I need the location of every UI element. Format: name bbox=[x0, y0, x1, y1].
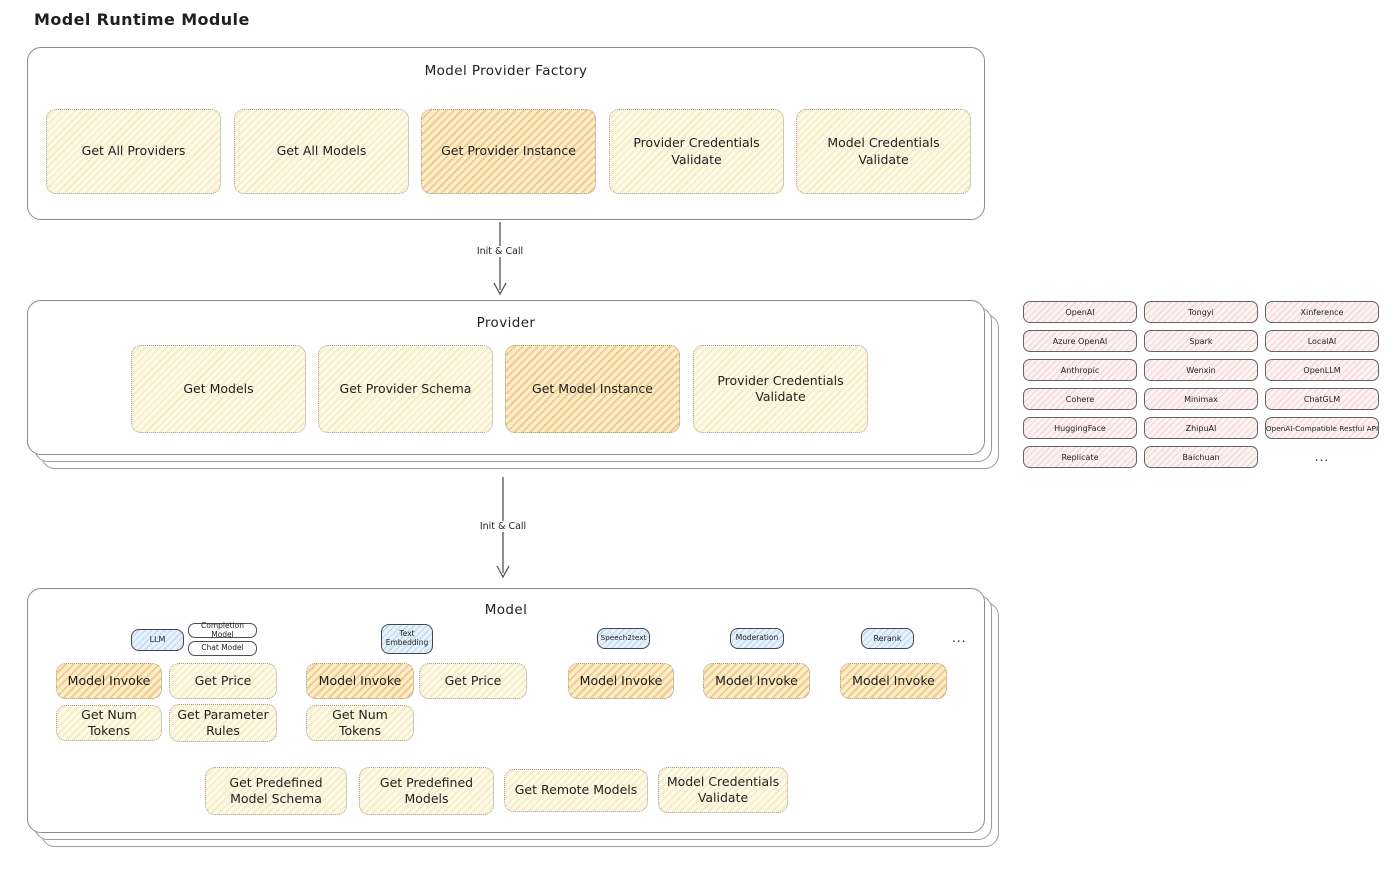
vendor-cohere: Cohere bbox=[1023, 388, 1137, 410]
tag-completion-model: Completion Model bbox=[188, 621, 257, 638]
vendor-huggingface: HuggingFace bbox=[1023, 417, 1137, 439]
vendor-grid: OpenAI Tongyi Xinference Azure OpenAI Sp… bbox=[1023, 301, 1379, 468]
tag-llm: LLM bbox=[131, 629, 184, 651]
vendor-openai-compatible-restful-api: OpenAI-Compatible Restful API bbox=[1265, 417, 1379, 439]
vendor-chatglm: ChatGLM bbox=[1265, 388, 1379, 410]
provider-panel: Provider Get Models Get Provider Schema … bbox=[27, 300, 985, 455]
model-func-get-remote-models: Get Remote Models bbox=[504, 769, 648, 812]
tag-moderation: Moderation bbox=[730, 628, 784, 649]
factory-panel: Model Provider Factory Get All Providers… bbox=[27, 47, 985, 220]
model-func-llm-model-invoke: Model Invoke bbox=[56, 663, 162, 699]
vendor-wenxin: Wenxin bbox=[1144, 359, 1258, 381]
model-func-embedding-get-num-tokens: Get Num Tokens bbox=[306, 705, 414, 741]
model-panel: Model LLM Completion Model Chat Model Te… bbox=[27, 588, 985, 833]
tag-speech2text: Speech2text bbox=[597, 628, 650, 649]
factory-func-get-all-providers: Get All Providers bbox=[46, 109, 221, 194]
provider-func-get-models: Get Models bbox=[131, 345, 306, 433]
model-func-moderation-model-invoke: Model Invoke bbox=[703, 663, 810, 699]
model-func-llm-get-parameter-rules: Get Parameter Rules bbox=[169, 704, 277, 742]
vendor-localai: LocalAI bbox=[1265, 330, 1379, 352]
factory-func-get-all-models: Get All Models bbox=[234, 109, 409, 194]
model-func-speech2text-model-invoke: Model Invoke bbox=[568, 663, 674, 699]
model-func-get-predefined-models: Get Predefined Models bbox=[359, 767, 494, 815]
vendor-xinference: Xinference bbox=[1265, 301, 1379, 323]
factory-panel-title: Model Provider Factory bbox=[424, 63, 588, 79]
model-func-embedding-get-price: Get Price bbox=[419, 663, 527, 699]
factory-func-provider-credentials-validate: Provider Credentials Validate bbox=[609, 109, 784, 194]
provider-func-get-provider-schema: Get Provider Schema bbox=[318, 345, 493, 433]
vendor-tongyi: Tongyi bbox=[1144, 301, 1258, 323]
vendor-azure-openai: Azure OpenAI bbox=[1023, 330, 1137, 352]
model-func-get-predefined-model-schema: Get Predefined Model Schema bbox=[205, 767, 347, 815]
vendor-anthropic: Anthropic bbox=[1023, 359, 1137, 381]
vendor-minimax: Minimax bbox=[1144, 388, 1258, 410]
vendor-replicate: Replicate bbox=[1023, 446, 1137, 468]
provider-panel-title: Provider bbox=[476, 315, 536, 331]
model-func-llm-get-num-tokens: Get Num Tokens bbox=[56, 705, 162, 741]
arrow-down-icon bbox=[493, 222, 507, 296]
factory-func-model-credentials-validate: Model Credentials Validate bbox=[796, 109, 971, 194]
model-tags-ellipsis: ... bbox=[952, 631, 967, 645]
model-func-embedding-model-invoke: Model Invoke bbox=[306, 663, 414, 699]
provider-func-provider-credentials-validate: Provider Credentials Validate bbox=[693, 345, 868, 433]
model-panel-title: Model bbox=[484, 602, 528, 618]
model-func-llm-get-price: Get Price bbox=[169, 663, 277, 699]
init-call-arrow-2: Init & Call bbox=[475, 477, 531, 581]
factory-func-get-provider-instance: Get Provider Instance bbox=[421, 109, 596, 194]
init-call-label-2: Init & Call bbox=[475, 521, 531, 532]
tag-chat-model: Chat Model bbox=[188, 641, 257, 656]
vendor-baichuan: Baichuan bbox=[1144, 446, 1258, 468]
vendor-spark: Spark bbox=[1144, 330, 1258, 352]
model-func-rerank-model-invoke: Model Invoke bbox=[840, 663, 947, 699]
tag-rerank: Rerank bbox=[861, 628, 914, 649]
page-title: Model Runtime Module bbox=[34, 10, 250, 29]
model-func-model-credentials-validate: Model Credentials Validate bbox=[658, 767, 788, 813]
init-call-label-1: Init & Call bbox=[472, 246, 528, 257]
provider-func-get-model-instance: Get Model Instance bbox=[505, 345, 680, 433]
vendor-ellipsis: ... bbox=[1314, 450, 1330, 464]
vendor-zhipuai: ZhipuAI bbox=[1144, 417, 1258, 439]
tag-text-embedding: Text Embedding bbox=[381, 624, 433, 654]
vendor-openai: OpenAI bbox=[1023, 301, 1137, 323]
init-call-arrow-1: Init & Call bbox=[472, 222, 528, 298]
vendor-openllm: OpenLLM bbox=[1265, 359, 1379, 381]
